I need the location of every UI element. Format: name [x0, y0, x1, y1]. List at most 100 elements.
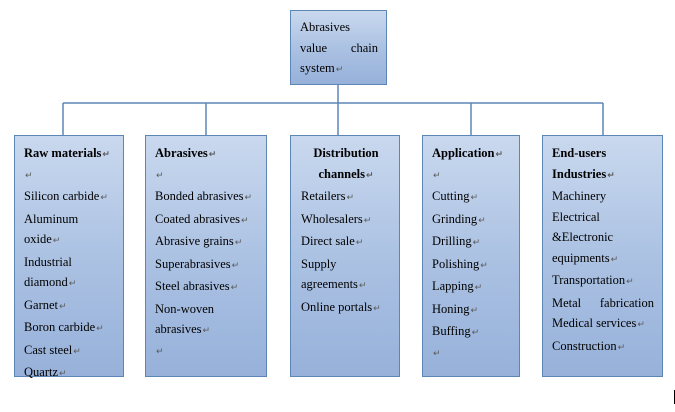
distribution-heading-line-1: Distribution	[313, 146, 379, 160]
paragraph-mark: ↵	[202, 326, 211, 336]
paragraph-mark: ↵	[470, 193, 479, 203]
list-item: Quartz↵	[24, 362, 115, 385]
item-text: Online portals	[301, 299, 373, 314]
list-item: Garnet↵	[24, 295, 115, 318]
item-text: Silicon carbide	[24, 189, 100, 203]
list-item: Transportation↵	[552, 270, 654, 293]
item-text: equipments	[552, 250, 610, 265]
paragraph-mark: ↵	[363, 215, 372, 226]
list-item: Aluminum	[24, 211, 79, 226]
list-item: Online portals↵	[301, 297, 391, 320]
paragraph-mark: ↵	[355, 238, 364, 248]
list-item: Drilling↵	[432, 231, 511, 254]
list-item: Electrical	[552, 209, 600, 224]
root-word-value: value	[300, 40, 328, 55]
item-text: Retailers	[301, 189, 346, 203]
paragraph-mark: ↵	[68, 279, 77, 289]
item-text: Construction	[552, 338, 617, 353]
paragraph-mark: ↵	[59, 369, 67, 379]
paragraph-mark: ↵	[470, 305, 479, 316]
item-text: Wholesalers	[301, 211, 363, 226]
list-item: Boron carbide↵	[24, 317, 115, 340]
node-heading: Raw materials↵	[24, 143, 115, 166]
end-users-heading-text: Industries	[552, 166, 607, 181]
paragraph-mark: ↵	[373, 303, 381, 314]
item-text: Honing	[432, 301, 470, 316]
list-item: Honing↵	[432, 299, 511, 322]
node-raw-materials: Raw materials↵ ↵ Silicon carbide↵ Alumin…	[14, 135, 124, 379]
item-text: fabrication	[599, 295, 654, 310]
item-text: Transportation	[552, 273, 626, 287]
item-text: Coated abrasives	[155, 211, 241, 226]
item-text: agreements	[301, 277, 358, 291]
end-users-heading-line-1: End-users	[552, 146, 607, 160]
list-item: Machinery	[552, 189, 607, 203]
paragraph-mark: ↵	[433, 170, 441, 181]
paragraph-mark: ↵	[478, 215, 486, 226]
list-item: oxide↵	[24, 229, 115, 252]
list-item: Steel abrasives↵	[155, 276, 258, 299]
paragraph-mark: ↵	[102, 150, 110, 160]
paragraph-mark: ↵	[610, 254, 619, 265]
paragraph-mark: ↵	[617, 342, 626, 353]
distribution-heading-line-2: channels↵	[301, 164, 391, 187]
list-item: equipments↵	[552, 248, 654, 271]
paragraph-mark: ↵	[637, 320, 645, 330]
paragraph-mark: ↵	[231, 260, 240, 271]
list-item: Cutting↵	[432, 186, 511, 209]
paragraph-mark: ↵	[433, 348, 441, 359]
distribution-heading-text: channels	[318, 166, 365, 181]
paragraph-mark: ↵	[230, 283, 239, 293]
paragraph-mark: ↵	[480, 260, 488, 271]
item-text: Medical services	[552, 316, 637, 330]
list-item: Superabrasives↵	[155, 254, 258, 277]
paragraph-mark: ↵	[626, 277, 634, 287]
list-item: Direct sale↵	[301, 231, 391, 254]
list-item: Coated abrasives↵	[155, 209, 258, 232]
item-text: Drilling	[432, 234, 472, 248]
list-item: agreements↵	[301, 274, 391, 297]
item-text: Abrasive grains	[155, 234, 234, 248]
list-item: &Electronic	[552, 230, 614, 244]
end-users-heading-line-2: Industries↵	[552, 164, 654, 187]
paragraph-mark: ↵	[100, 193, 108, 203]
paragraph-mark: ↵	[495, 150, 504, 160]
item-text: Cutting	[432, 189, 470, 203]
raw-materials-heading: Raw materials	[24, 146, 102, 160]
list-item: Silicon carbide↵	[24, 186, 115, 209]
list-item: Supply	[301, 256, 337, 271]
item-text: Grinding	[432, 211, 478, 226]
list-item: Buffing↵	[432, 321, 511, 344]
item-text: oxide	[24, 232, 52, 246]
node-application: Application↵ ↵ Cutting↵ Grinding↵ Drilli…	[422, 135, 520, 377]
paragraph-mark: ↵	[244, 193, 253, 203]
item-text: Garnet	[24, 297, 59, 312]
item-text: Boron carbide	[24, 320, 96, 334]
root-word-system: system	[300, 61, 335, 75]
root-node: Abrasives value chain system↵	[290, 10, 387, 85]
paragraph-mark: ↵	[471, 328, 480, 338]
list-item: Bonded abrasives↵	[155, 186, 258, 209]
node-abrasives: Abrasives↵ ↵ Bonded abrasives↵ Coated ab…	[145, 135, 267, 377]
list-item: Grinding↵	[432, 209, 511, 232]
list-item: Cast steel↵	[24, 340, 115, 363]
paragraph-mark: ↵	[96, 324, 104, 334]
root-line-1: Abrasives	[300, 20, 350, 34]
paragraph-mark: ↵	[474, 283, 483, 293]
list-item: Metal fabrication	[552, 293, 654, 314]
item-text: Steel abrasives	[155, 279, 230, 293]
paragraph-mark: ↵	[241, 215, 249, 226]
paragraph-mark: ↵	[346, 193, 354, 203]
item-text: Direct sale	[301, 234, 355, 248]
item-text: Superabrasives	[155, 256, 231, 271]
item-text: Buffing	[432, 324, 471, 338]
root-line-2: value chain	[300, 38, 378, 59]
list-item: Construction↵	[552, 336, 654, 359]
paragraph-mark: ↵	[25, 170, 33, 181]
list-item: diamond↵	[24, 272, 115, 295]
node-end-users-industries: End-users Industries↵ Machinery Electric…	[542, 135, 663, 377]
list-item: Medical services↵	[552, 313, 654, 336]
node-distribution-channels: Distribution channels↵ Retailers↵ Wholes…	[290, 135, 400, 377]
paragraph-mark: ↵	[52, 236, 61, 246]
